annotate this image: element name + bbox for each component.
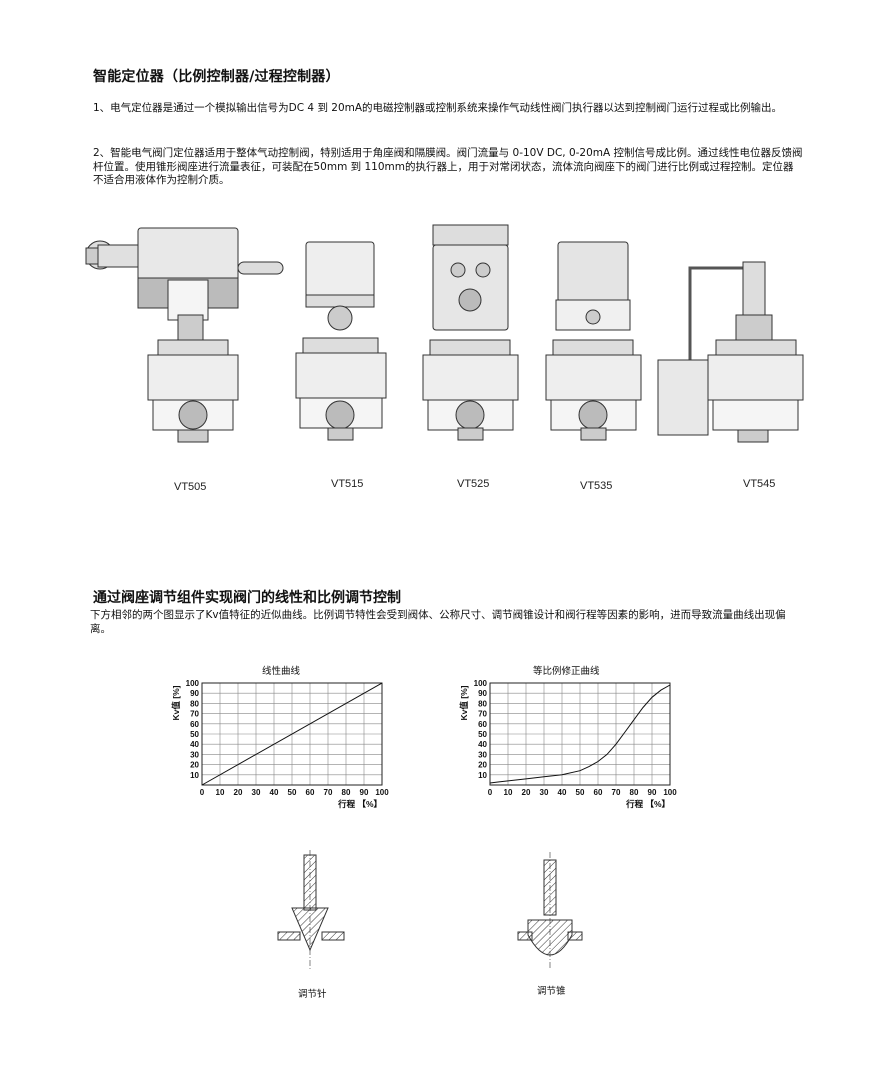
x-tick-label: 10 bbox=[504, 788, 513, 797]
y-tick-label: 30 bbox=[190, 750, 199, 759]
label-needle: 调节针 bbox=[298, 989, 327, 1000]
y-tick-label: 70 bbox=[190, 710, 199, 719]
section-title-control: 通过阀座调节组件实现阀门的线性和比例调节控制 bbox=[93, 590, 401, 606]
y-tick-label: 100 bbox=[474, 679, 488, 688]
y-tick-label: 100 bbox=[186, 679, 200, 688]
plot-frame bbox=[201, 682, 383, 786]
product-label-vt535: VT535 bbox=[580, 480, 613, 492]
x-axis-label: 行程 【%】 bbox=[337, 799, 382, 809]
vt545-drawing bbox=[657, 261, 804, 443]
x-tick-label: 90 bbox=[648, 788, 657, 797]
x-tick-label: 20 bbox=[522, 788, 531, 797]
vt535-drawing bbox=[545, 241, 642, 441]
series-line bbox=[489, 684, 671, 784]
y-tick-label: 80 bbox=[190, 699, 199, 708]
x-tick-label: 70 bbox=[324, 788, 333, 797]
x-tick-label: 80 bbox=[342, 788, 351, 797]
x-tick-label: 60 bbox=[306, 788, 315, 797]
x-tick-label: 80 bbox=[630, 788, 639, 797]
x-tick-label: 40 bbox=[270, 788, 279, 797]
plot-frame bbox=[489, 682, 671, 786]
vt525-drawing bbox=[422, 224, 519, 441]
product-label-vt525: VT525 bbox=[457, 478, 490, 490]
y-axis-label: Kv值 [%] bbox=[459, 685, 469, 720]
paragraph-1: 1、电气定位器是通过一个模拟输出信号为DC 4 到 20mA的电磁控制器或控制系… bbox=[93, 102, 783, 114]
x-tick-label: 30 bbox=[252, 788, 261, 797]
product-label-vt545: VT545 bbox=[743, 478, 776, 490]
product-label-vt505: VT505 bbox=[174, 481, 207, 493]
x-tick-label: 100 bbox=[375, 788, 389, 797]
series-line bbox=[201, 682, 383, 786]
y-tick-label: 40 bbox=[190, 740, 199, 749]
section-title-positioner: 智能定位器（比例控制器/过程控制器） bbox=[93, 69, 340, 85]
x-tick-label: 60 bbox=[594, 788, 603, 797]
y-tick-label: 60 bbox=[190, 720, 199, 729]
y-tick-label: 10 bbox=[190, 771, 199, 780]
x-tick-label: 50 bbox=[576, 788, 585, 797]
needle-section-drawing bbox=[277, 850, 345, 970]
product-label-vt515: VT515 bbox=[331, 478, 364, 490]
x-tick-label: 20 bbox=[234, 788, 243, 797]
x-tick-label: 40 bbox=[558, 788, 567, 797]
chart-title-equal-percentage: 等比例修正曲线 bbox=[533, 666, 600, 677]
label-cone: 调节锥 bbox=[537, 986, 566, 997]
x-tick-label: 0 bbox=[200, 788, 205, 797]
x-tick-label: 100 bbox=[663, 788, 677, 797]
y-tick-label: 80 bbox=[478, 699, 487, 708]
vt505-drawing bbox=[85, 227, 284, 443]
y-tick-label: 30 bbox=[478, 750, 487, 759]
y-tick-label: 50 bbox=[478, 730, 487, 739]
y-tick-label: 70 bbox=[478, 710, 487, 719]
y-tick-label: 90 bbox=[478, 689, 487, 698]
paragraph-kv: 下方相邻的两个图显示了Kv值特征的近似曲线。比例调节特性会受到阀体、公称尺寸、调… bbox=[90, 609, 786, 635]
y-tick-label: 20 bbox=[190, 761, 199, 770]
x-tick-label: 10 bbox=[216, 788, 225, 797]
x-tick-label: 70 bbox=[612, 788, 621, 797]
y-tick-label: 10 bbox=[478, 771, 487, 780]
x-axis-label: 行程 【%】 bbox=[625, 799, 670, 809]
chart-title-linear: 线性曲线 bbox=[262, 666, 301, 677]
x-tick-label: 30 bbox=[540, 788, 549, 797]
x-tick-label: 0 bbox=[488, 788, 493, 797]
x-tick-label: 90 bbox=[360, 788, 369, 797]
y-axis-label: Kv值 [%] bbox=[171, 685, 181, 720]
vt515-drawing bbox=[295, 241, 387, 441]
paragraph-2: 2、智能电气阀门定位器适用于整体气动控制阀，特别适用于角座阀和隔膜阀。阀门流量与… bbox=[93, 147, 803, 186]
y-tick-label: 20 bbox=[478, 761, 487, 770]
product-drawings bbox=[85, 224, 804, 443]
y-tick-label: 50 bbox=[190, 730, 199, 739]
y-tick-label: 60 bbox=[478, 720, 487, 729]
y-tick-label: 90 bbox=[190, 689, 199, 698]
y-tick-label: 40 bbox=[478, 740, 487, 749]
cone-section-drawing bbox=[517, 852, 583, 970]
x-tick-label: 50 bbox=[288, 788, 297, 797]
